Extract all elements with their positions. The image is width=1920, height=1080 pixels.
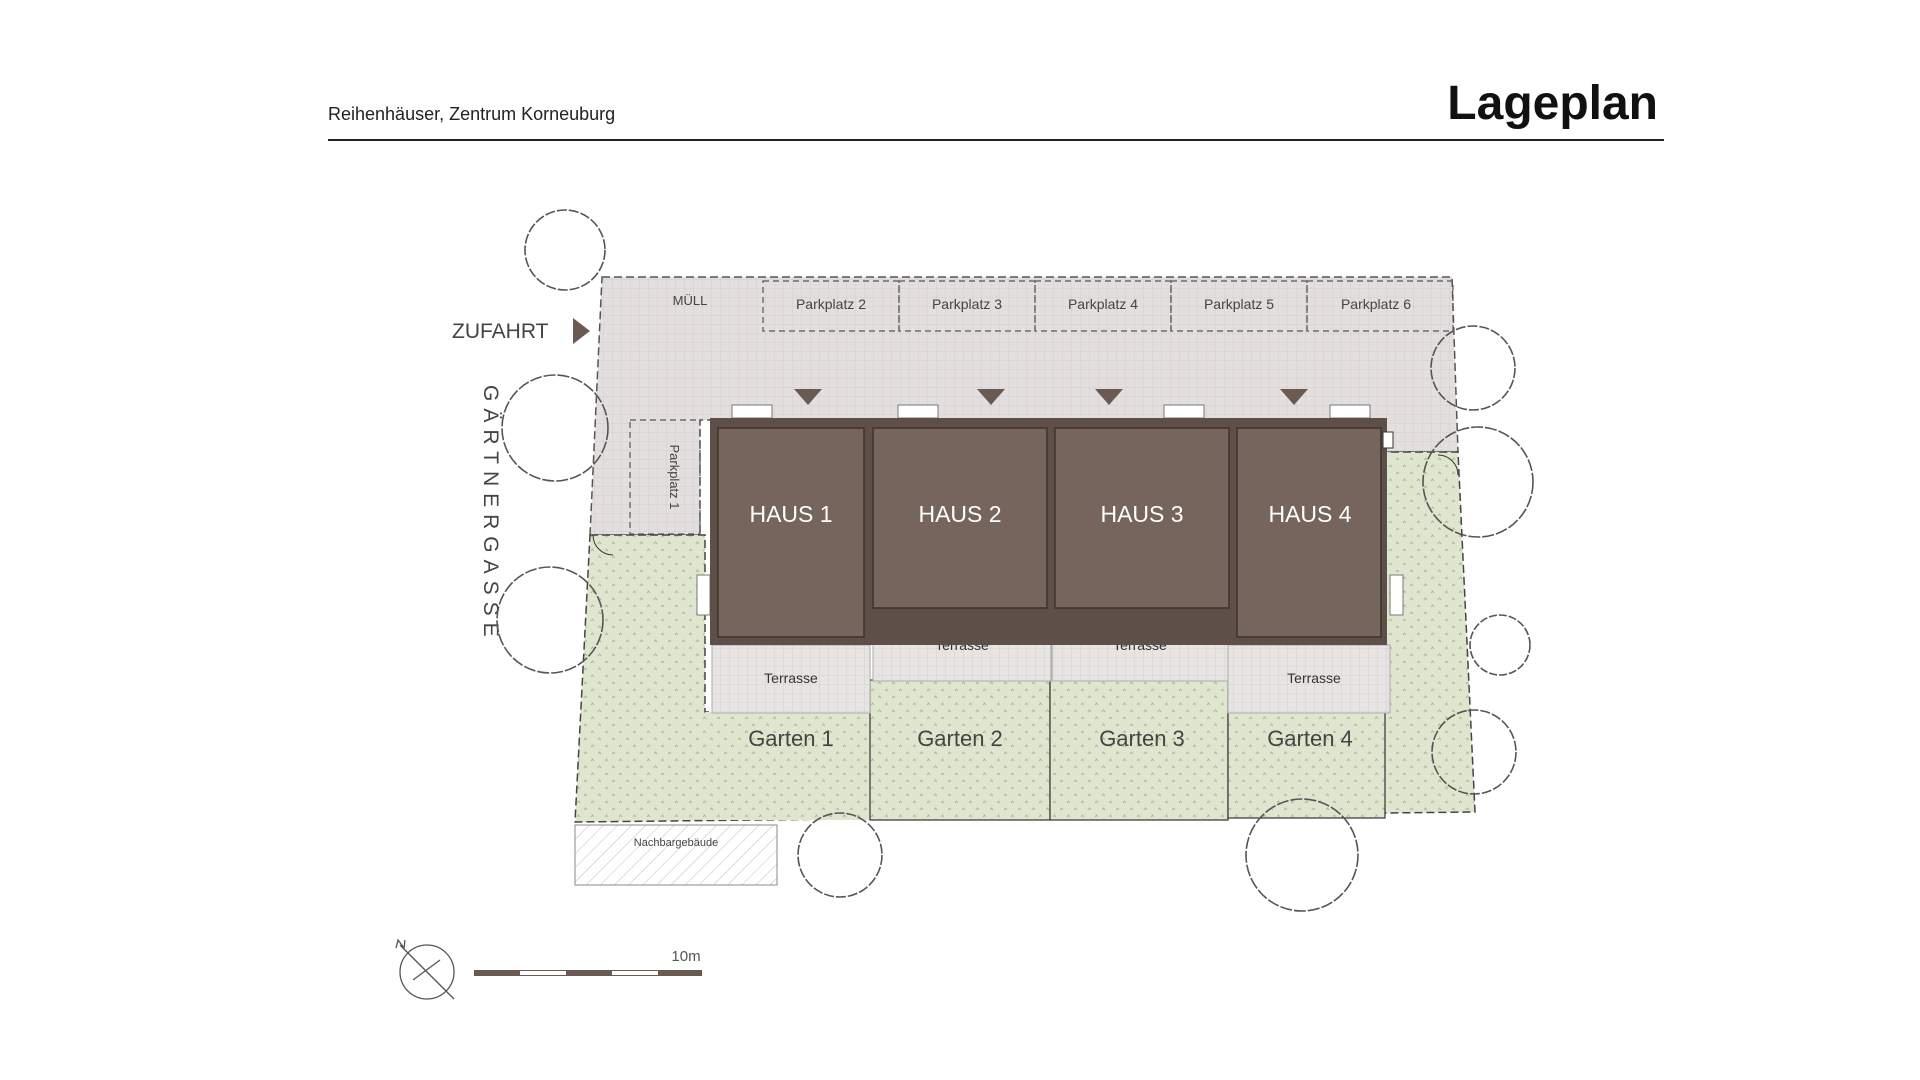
tree-icon bbox=[797, 812, 883, 898]
house-label-2: HAUS 2 bbox=[918, 501, 1001, 527]
garden-plot-2 bbox=[869, 679, 1051, 821]
house-1 bbox=[717, 427, 865, 638]
house-label-1: HAUS 1 bbox=[749, 501, 832, 527]
entrance-arrow-icon bbox=[977, 389, 1005, 405]
parking-label-5: Parkplatz 5 bbox=[1204, 296, 1274, 312]
garden-label-3: Garten 3 bbox=[1099, 726, 1185, 751]
terrace-1 bbox=[711, 644, 871, 714]
header-divider bbox=[328, 139, 1664, 141]
house-2 bbox=[872, 427, 1048, 609]
project-subtitle: Reihenhäuser, Zentrum Korneuburg bbox=[328, 104, 616, 124]
tree-icon bbox=[1431, 709, 1517, 795]
gate-swing-icon bbox=[592, 534, 614, 556]
neighbor-building bbox=[574, 824, 778, 886]
house-3 bbox=[1054, 427, 1230, 609]
garden-plot-3 bbox=[1049, 679, 1229, 821]
terrace-label-1: Terrasse bbox=[764, 670, 818, 686]
trees bbox=[496, 209, 1534, 912]
tree-icon bbox=[1469, 614, 1531, 676]
parking-spot-3 bbox=[898, 280, 1036, 332]
tree-icon bbox=[501, 374, 609, 482]
parking-label-4: Parkplatz 4 bbox=[1068, 296, 1138, 312]
tree-icon bbox=[524, 209, 606, 291]
parking-label-2: Parkplatz 2 bbox=[796, 296, 866, 312]
tree-icon bbox=[1422, 426, 1534, 538]
parking-spot-6 bbox=[1306, 280, 1454, 332]
garden-plot-1 bbox=[705, 712, 870, 820]
garden-plot-4 bbox=[1227, 711, 1386, 819]
parking-spot-1 bbox=[629, 419, 701, 535]
access-label: ZUFAHRT bbox=[452, 320, 549, 343]
access-arrow-icon bbox=[573, 318, 590, 344]
page-title: Lageplan bbox=[1447, 77, 1658, 130]
neighbor-label: Nachbargebäude bbox=[634, 837, 718, 849]
garden-label-4: Garten 4 bbox=[1267, 726, 1353, 751]
entrance-arrow-icon bbox=[1095, 389, 1123, 405]
scale-label: 10m bbox=[671, 948, 700, 965]
parking-spot-4 bbox=[1034, 280, 1172, 332]
parking-spot-2 bbox=[762, 280, 900, 332]
entrance-arrow-icon bbox=[794, 389, 822, 405]
entrance-arrows bbox=[794, 389, 1308, 405]
house-4 bbox=[1236, 427, 1382, 638]
entrance-arrow-icon bbox=[1280, 389, 1308, 405]
house-label-4: HAUS 4 bbox=[1268, 501, 1351, 527]
parking-label-3: Parkplatz 3 bbox=[932, 296, 1002, 312]
terrace-4 bbox=[1227, 644, 1391, 714]
garden-label-1: Garten 1 bbox=[748, 726, 834, 751]
parking-label-6: Parkplatz 6 bbox=[1341, 296, 1411, 312]
street-label: GÄRTNERGASSE bbox=[479, 385, 502, 644]
houses-block bbox=[710, 418, 1394, 645]
terrace-label-4: Terrasse bbox=[1287, 670, 1341, 686]
waste-label: MÜLL bbox=[673, 293, 708, 308]
parking-spot-5 bbox=[1170, 280, 1308, 332]
gate-swing-icon bbox=[1437, 454, 1459, 476]
north-arrow-icon bbox=[395, 938, 455, 1000]
scale-bar bbox=[474, 970, 702, 976]
parking-row bbox=[629, 280, 1454, 535]
parking-label-1: Parkplatz 1 bbox=[667, 444, 682, 509]
tree-icon bbox=[1430, 325, 1516, 411]
tree-icon bbox=[496, 566, 604, 674]
house-label-3: HAUS 3 bbox=[1100, 501, 1183, 527]
tree-icon bbox=[1245, 798, 1359, 912]
garden-label-2: Garten 2 bbox=[917, 726, 1003, 751]
